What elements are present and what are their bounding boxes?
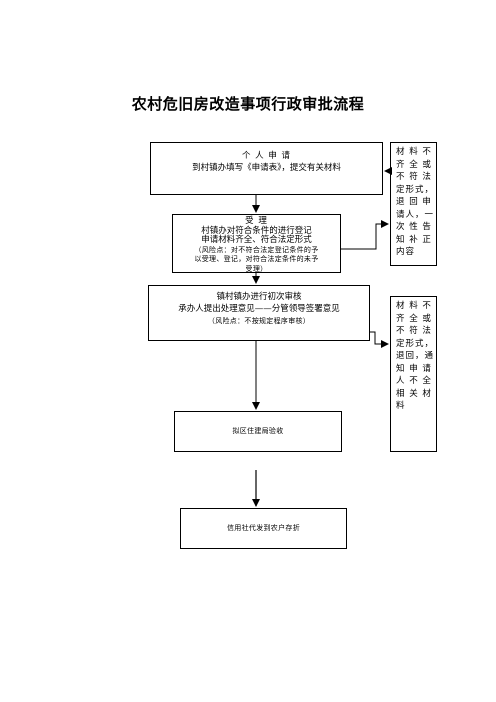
side-note-line: 材 料 不 xyxy=(396,301,432,311)
side-note-line: 材 料 不 xyxy=(396,147,432,157)
side-note-line: 不 符 法 xyxy=(396,326,432,336)
side-note-line: 次 性 告 xyxy=(396,222,432,232)
side-note-line: 内容 xyxy=(396,247,416,257)
step-initial-review: 镇村镇办进行初次审核 承办人提出处理意见——分管领导签署意见 （风险点：不按规定… xyxy=(148,285,370,341)
step-detail: 村镇办对符合条件的进行登记 xyxy=(201,225,312,236)
risk-point-note: （风险点：对不符合法定登记条件的予 xyxy=(194,245,319,254)
step-inspection: 拟区住建局验收 xyxy=(174,411,342,452)
arrow-accept-to-side-top xyxy=(341,220,389,250)
side-note-line: 定形式， xyxy=(396,184,435,195)
side-note-return-materials: 材 料 不 齐 全 或 不 符 法 定形式， 退回，通 知 申 请 人 不 全 … xyxy=(390,296,437,452)
side-note-line: 不 符 法 xyxy=(396,172,432,182)
step-heading: 个 人 申 请 xyxy=(241,151,292,161)
step-personal-application: 个 人 申 请 到村镇办填写《申请表》，提交有关材料 xyxy=(150,142,383,195)
step-heading: 拟区住建局验收 xyxy=(232,427,284,435)
side-note-line: 定形式， xyxy=(396,338,435,349)
step-heading: 受 理 xyxy=(245,216,268,226)
side-note-line: 退 回 申 xyxy=(396,197,432,207)
risk-point-note: 以受理、登记，对符合法定条件的未予 xyxy=(194,255,319,263)
side-note-line: 料 xyxy=(396,401,406,411)
step-detail: 承办人提出处理意见——分管领导签署意见 xyxy=(178,304,340,314)
side-note-line: 请人，一 xyxy=(396,209,435,220)
step-payment-deposit: 信用社代发到农户存折 xyxy=(180,508,347,549)
step-detail: 申请材料齐全、符合法定形式 xyxy=(201,235,312,245)
risk-point-note: （风险点：不按规定程序审核） xyxy=(207,317,311,325)
step-heading: 镇村镇办进行初次审核 xyxy=(216,292,302,302)
step-detail: 到村镇办填写《申请表》，提交有关材料 xyxy=(192,163,341,173)
risk-point-note: 受理） xyxy=(245,264,268,273)
arrow-review-to-side-bottom xyxy=(370,331,389,348)
side-note-line: 人 不 全 xyxy=(396,376,432,386)
side-note-return-application: 材 料 不 齐 全 或 不 符 法 定形式， 退 回 申 请人，一 次 性 告 … xyxy=(390,142,437,266)
side-note-line: 知 申 请 xyxy=(396,363,432,374)
side-note-line: 相 关 材 xyxy=(396,388,432,399)
side-note-line: 退回，通 xyxy=(396,351,435,361)
side-note-line: 齐 全 或 xyxy=(396,313,432,324)
step-heading: 信用社代发到农户存折 xyxy=(227,524,300,532)
side-note-line: 知 补 正 xyxy=(396,234,432,245)
page-title: 农村危旧房改造事项行政审批流程 xyxy=(131,95,365,113)
step-acceptance: 受 理 村镇办对符合条件的进行登记 申请材料齐全、符合法定形式 （风险点：对不符… xyxy=(172,214,341,273)
side-note-line: 齐 全 或 xyxy=(396,159,432,170)
